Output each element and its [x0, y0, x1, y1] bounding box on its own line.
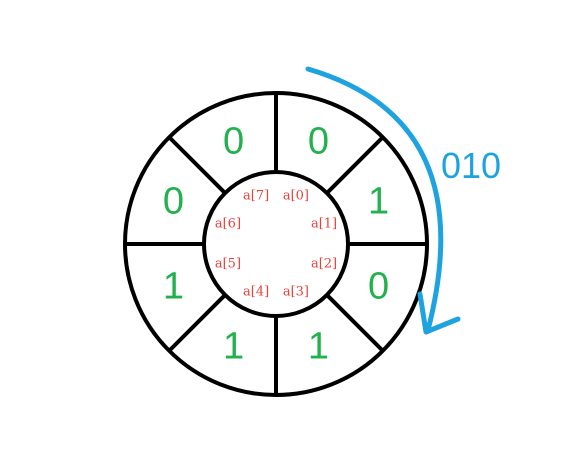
rotation-arrow-head-icon [417, 291, 461, 335]
index-label: a[4] [243, 285, 269, 300]
index-label: a[5] [215, 256, 241, 271]
index-label: a[1] [311, 217, 337, 232]
index-label: a[6] [215, 217, 241, 232]
bit-label: 0 [368, 265, 389, 307]
index-label: a[0] [283, 188, 309, 203]
sector-divider-line [167, 135, 227, 195]
bit-label: 0 [308, 120, 329, 162]
bit-label: 1 [223, 326, 244, 368]
bit-label: 1 [368, 181, 389, 223]
clockwise-rotation-arrow-arc [305, 66, 444, 333]
bit-label: 0 [163, 181, 184, 223]
sector-divider-line [325, 135, 385, 195]
inner-ring-circle [202, 170, 350, 318]
sector-dividers [125, 93, 427, 395]
bit-label: 1 [308, 326, 329, 368]
sequence-label: 010 [441, 145, 501, 186]
bit-label: 0 [223, 120, 244, 162]
sector-divider-line [167, 293, 227, 353]
index-label: a[3] [283, 285, 309, 300]
index-labels: a[0]a[1] a[2]a[3] a[4]a[5] a[6]a[7] [215, 188, 337, 299]
bit-label: 1 [163, 265, 184, 307]
sector-divider-line [325, 293, 385, 353]
index-label: a[7] [243, 188, 269, 203]
index-label: a[2] [311, 256, 337, 271]
